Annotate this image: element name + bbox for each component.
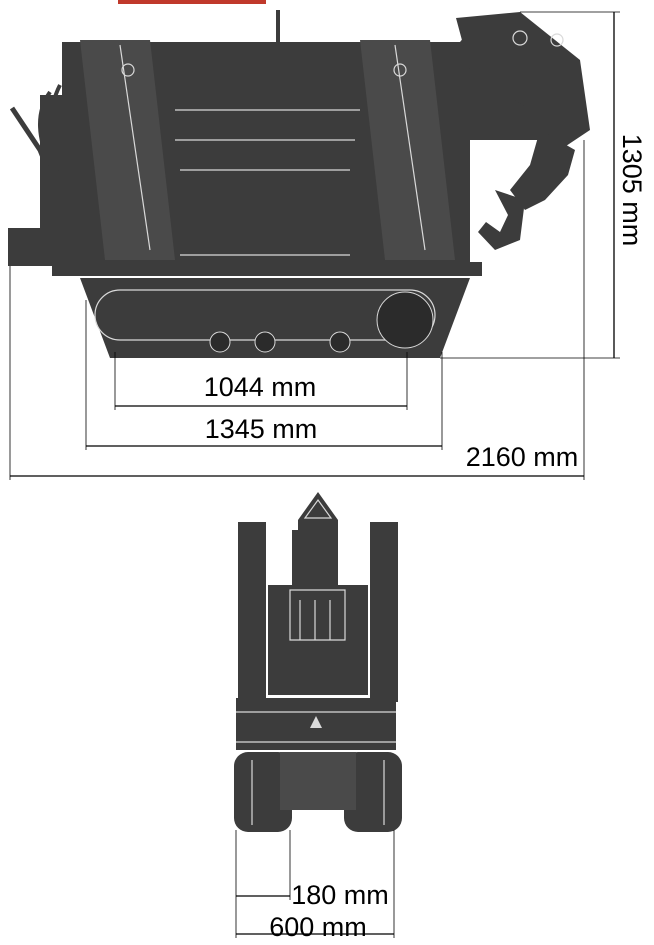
height-label: 1305 mm [617, 134, 647, 247]
overall-length-dimension: 2160 mm [9, 140, 585, 480]
height-dimension: 1305 mm [440, 11, 647, 359]
track-length-label: 1345 mm [205, 414, 318, 444]
overall-width-label: 600 mm [269, 912, 367, 942]
track-width-label: 180 mm [291, 880, 389, 910]
track-length-dimension: 1345 mm [85, 300, 443, 450]
heading-accent-bar [118, 0, 266, 4]
track-contact-label: 1044 mm [204, 372, 317, 402]
front-view-illustration [234, 492, 402, 832]
side-view-illustration [8, 10, 590, 358]
overall-width-dimension: 600 mm [235, 830, 395, 942]
track-contact-dimension: 1044 mm [114, 352, 408, 410]
overall-length-label: 2160 mm [466, 442, 579, 472]
track-width-dimension: 180 mm [235, 830, 389, 910]
